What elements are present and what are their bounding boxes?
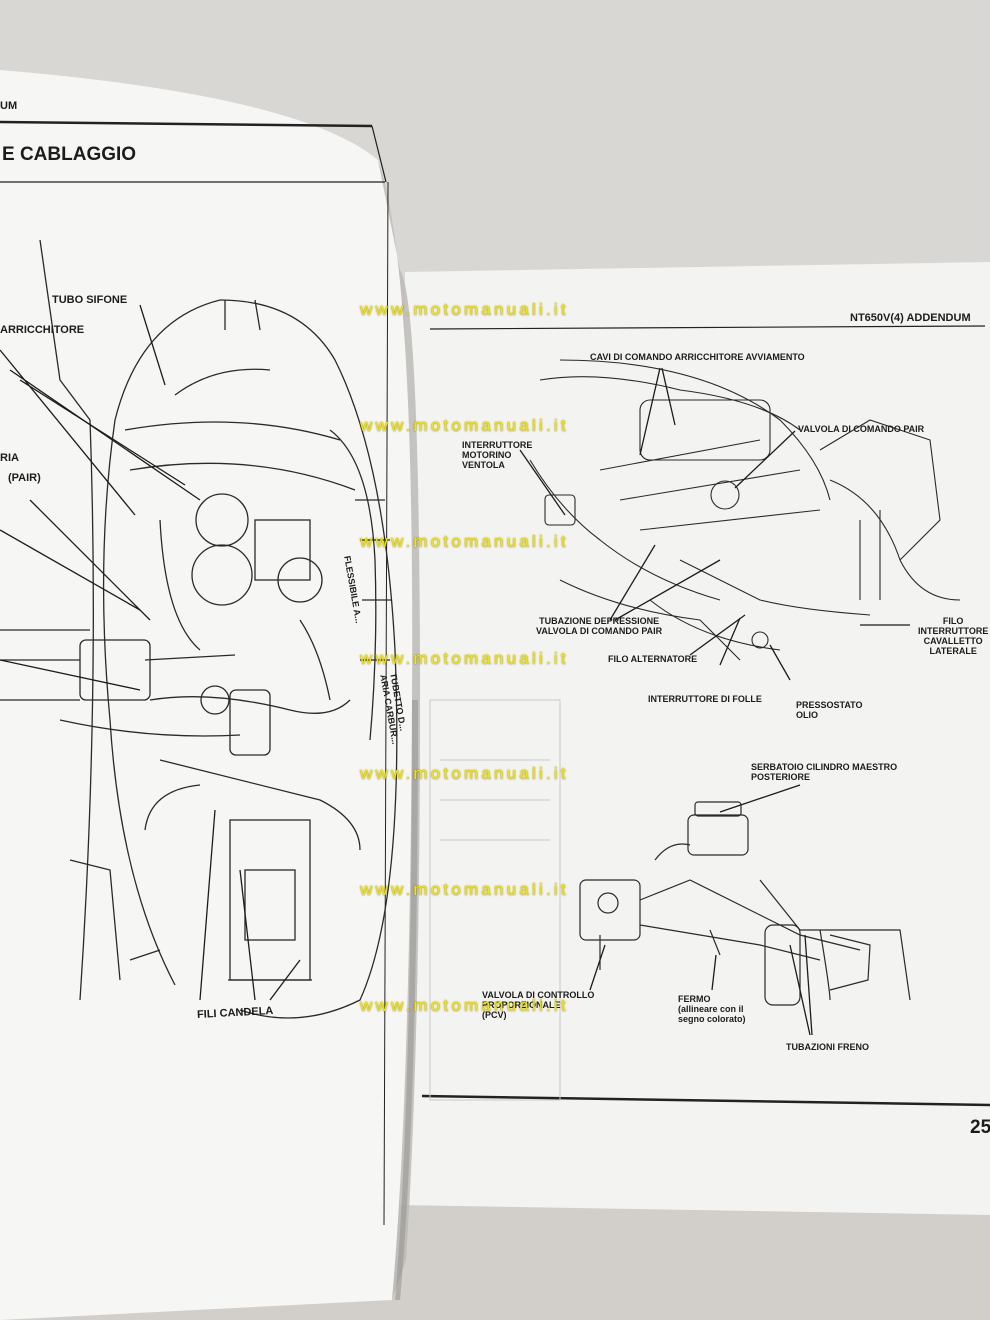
label-tubazioni-freno: TUBAZIONI FRENO [786, 1042, 869, 1052]
label-valvola-pair: VALVOLA DI COMANDO PAIR [798, 424, 925, 434]
watermark: www.motomanuali.it [360, 649, 569, 668]
watermark: www.motomanuali.it [360, 996, 569, 1015]
label-valvola-controllo: VALVOLA DI CONTROLLO PROPORZIONALE (PCV) [482, 990, 595, 1021]
right-header: NT650V(4) ADDENDUM [850, 312, 971, 324]
label-ria: RIA [0, 452, 19, 464]
engine-drawing [0, 239, 398, 1019]
right-page [400, 262, 990, 1215]
label-pair: (PAIR) [8, 472, 41, 484]
watermark: www.motomanuali.it [360, 416, 569, 435]
label-tubo-sifone: TUBO SIFONE [52, 294, 128, 306]
label-fermo: FERMO (allineare con il segno colorato) [678, 994, 746, 1025]
label-tubazione-depressione: TUBAZIONE DEPRESSIONE VALVOLA DI COMANDO… [536, 616, 663, 637]
brake-drawing [579, 801, 911, 1006]
label-interruttore-motorino: INTERRUTTORE MOTORINO VENTOLA [462, 440, 533, 471]
watermark: www.motomanuali.it [360, 532, 569, 551]
label-filo-alternatore: FILO ALTERNATORE [608, 654, 698, 664]
watermark: www.motomanuali.it [360, 764, 569, 783]
label-interruttore-folle: INTERRUTTORE DI FOLLE [648, 694, 762, 704]
left-page [0, 70, 413, 1320]
watermark: www.motomanuali.it [360, 880, 569, 899]
label-serbatoio: SERBATOIO CILINDRO MAESTRO POSTERIORE [751, 762, 898, 783]
left-section-title: E CABLAGGIO [2, 144, 137, 165]
label-arricchitore: ARRICCHITORE [0, 324, 85, 336]
left-header-fragment: UM [0, 100, 18, 112]
page-number: 25 [970, 1117, 990, 1138]
right-engine-drawing [529, 359, 961, 661]
label-filo-interruttore: FILO INTERRUTTORE CAVALLETTO LATERALE [918, 616, 989, 657]
watermark: www.motomanuali.it [360, 300, 569, 319]
label-pressostato: PRESSOSTATO OLIO [796, 700, 863, 721]
label-cavi-comando: CAVI DI COMANDO ARRICCHITORE AVVIAMENTO [590, 352, 805, 362]
